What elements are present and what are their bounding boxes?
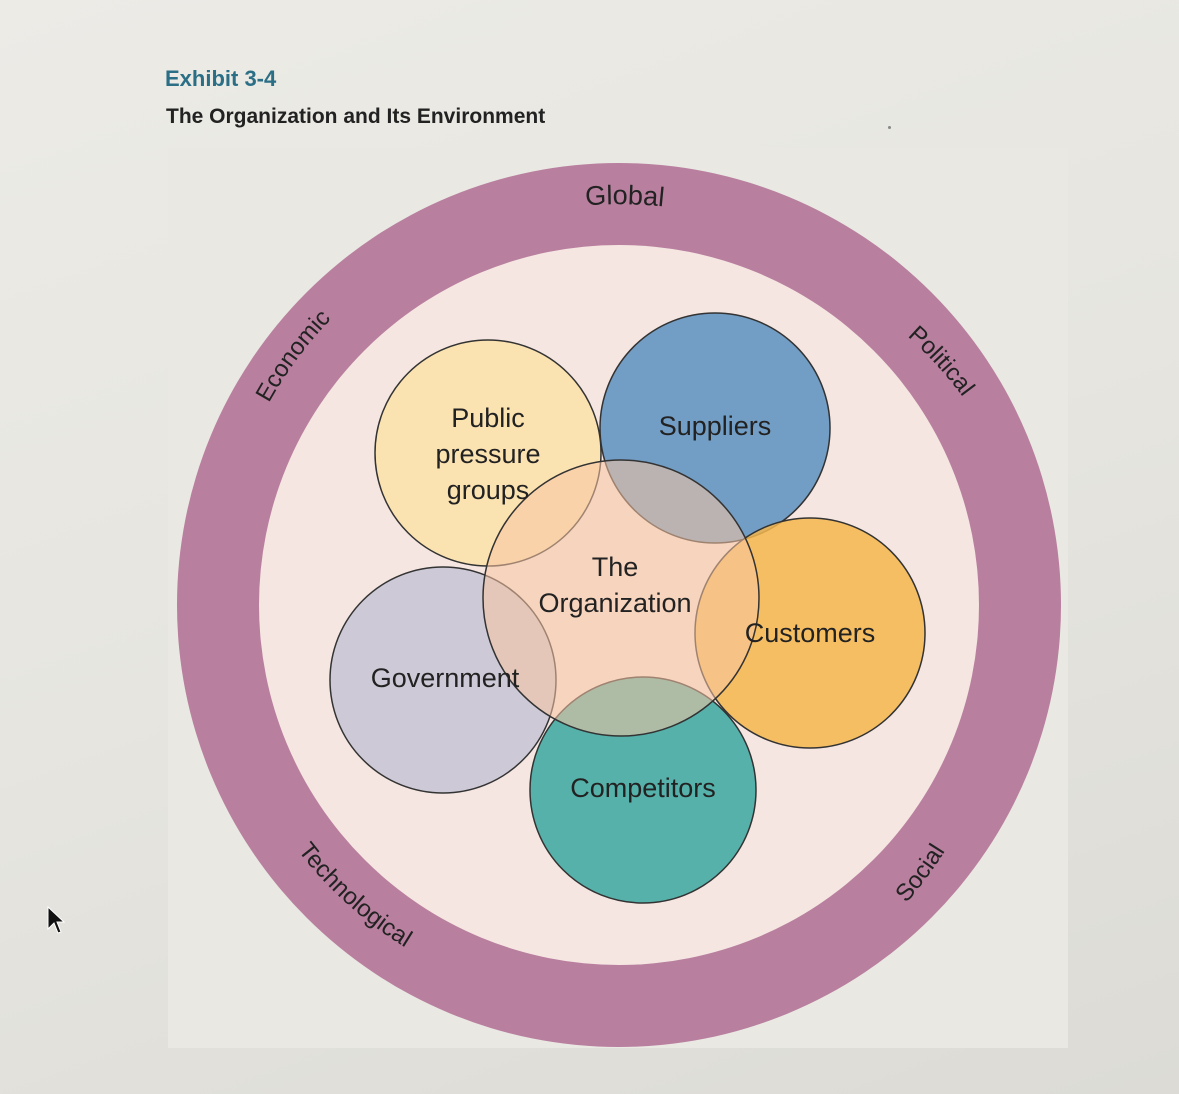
speck (888, 126, 891, 129)
ring-label-global: Global (584, 180, 666, 212)
circle-organization (482, 459, 760, 737)
label-organization-the: The (592, 552, 639, 582)
label-pressure: pressure (435, 439, 540, 469)
mouse-pointer-icon (47, 905, 66, 934)
label-suppliers: Suppliers (659, 411, 772, 441)
label-customers: Customers (745, 618, 876, 648)
exhibit-title: The Organization and Its Environment (166, 105, 546, 128)
label-competitors: Competitors (570, 773, 716, 803)
exhibit-label: Exhibit 3-4 (165, 66, 277, 91)
label-organization: Organization (538, 588, 691, 618)
label-public: Public (451, 403, 525, 433)
label-groups: groups (447, 475, 530, 505)
label-government: Government (371, 663, 520, 693)
